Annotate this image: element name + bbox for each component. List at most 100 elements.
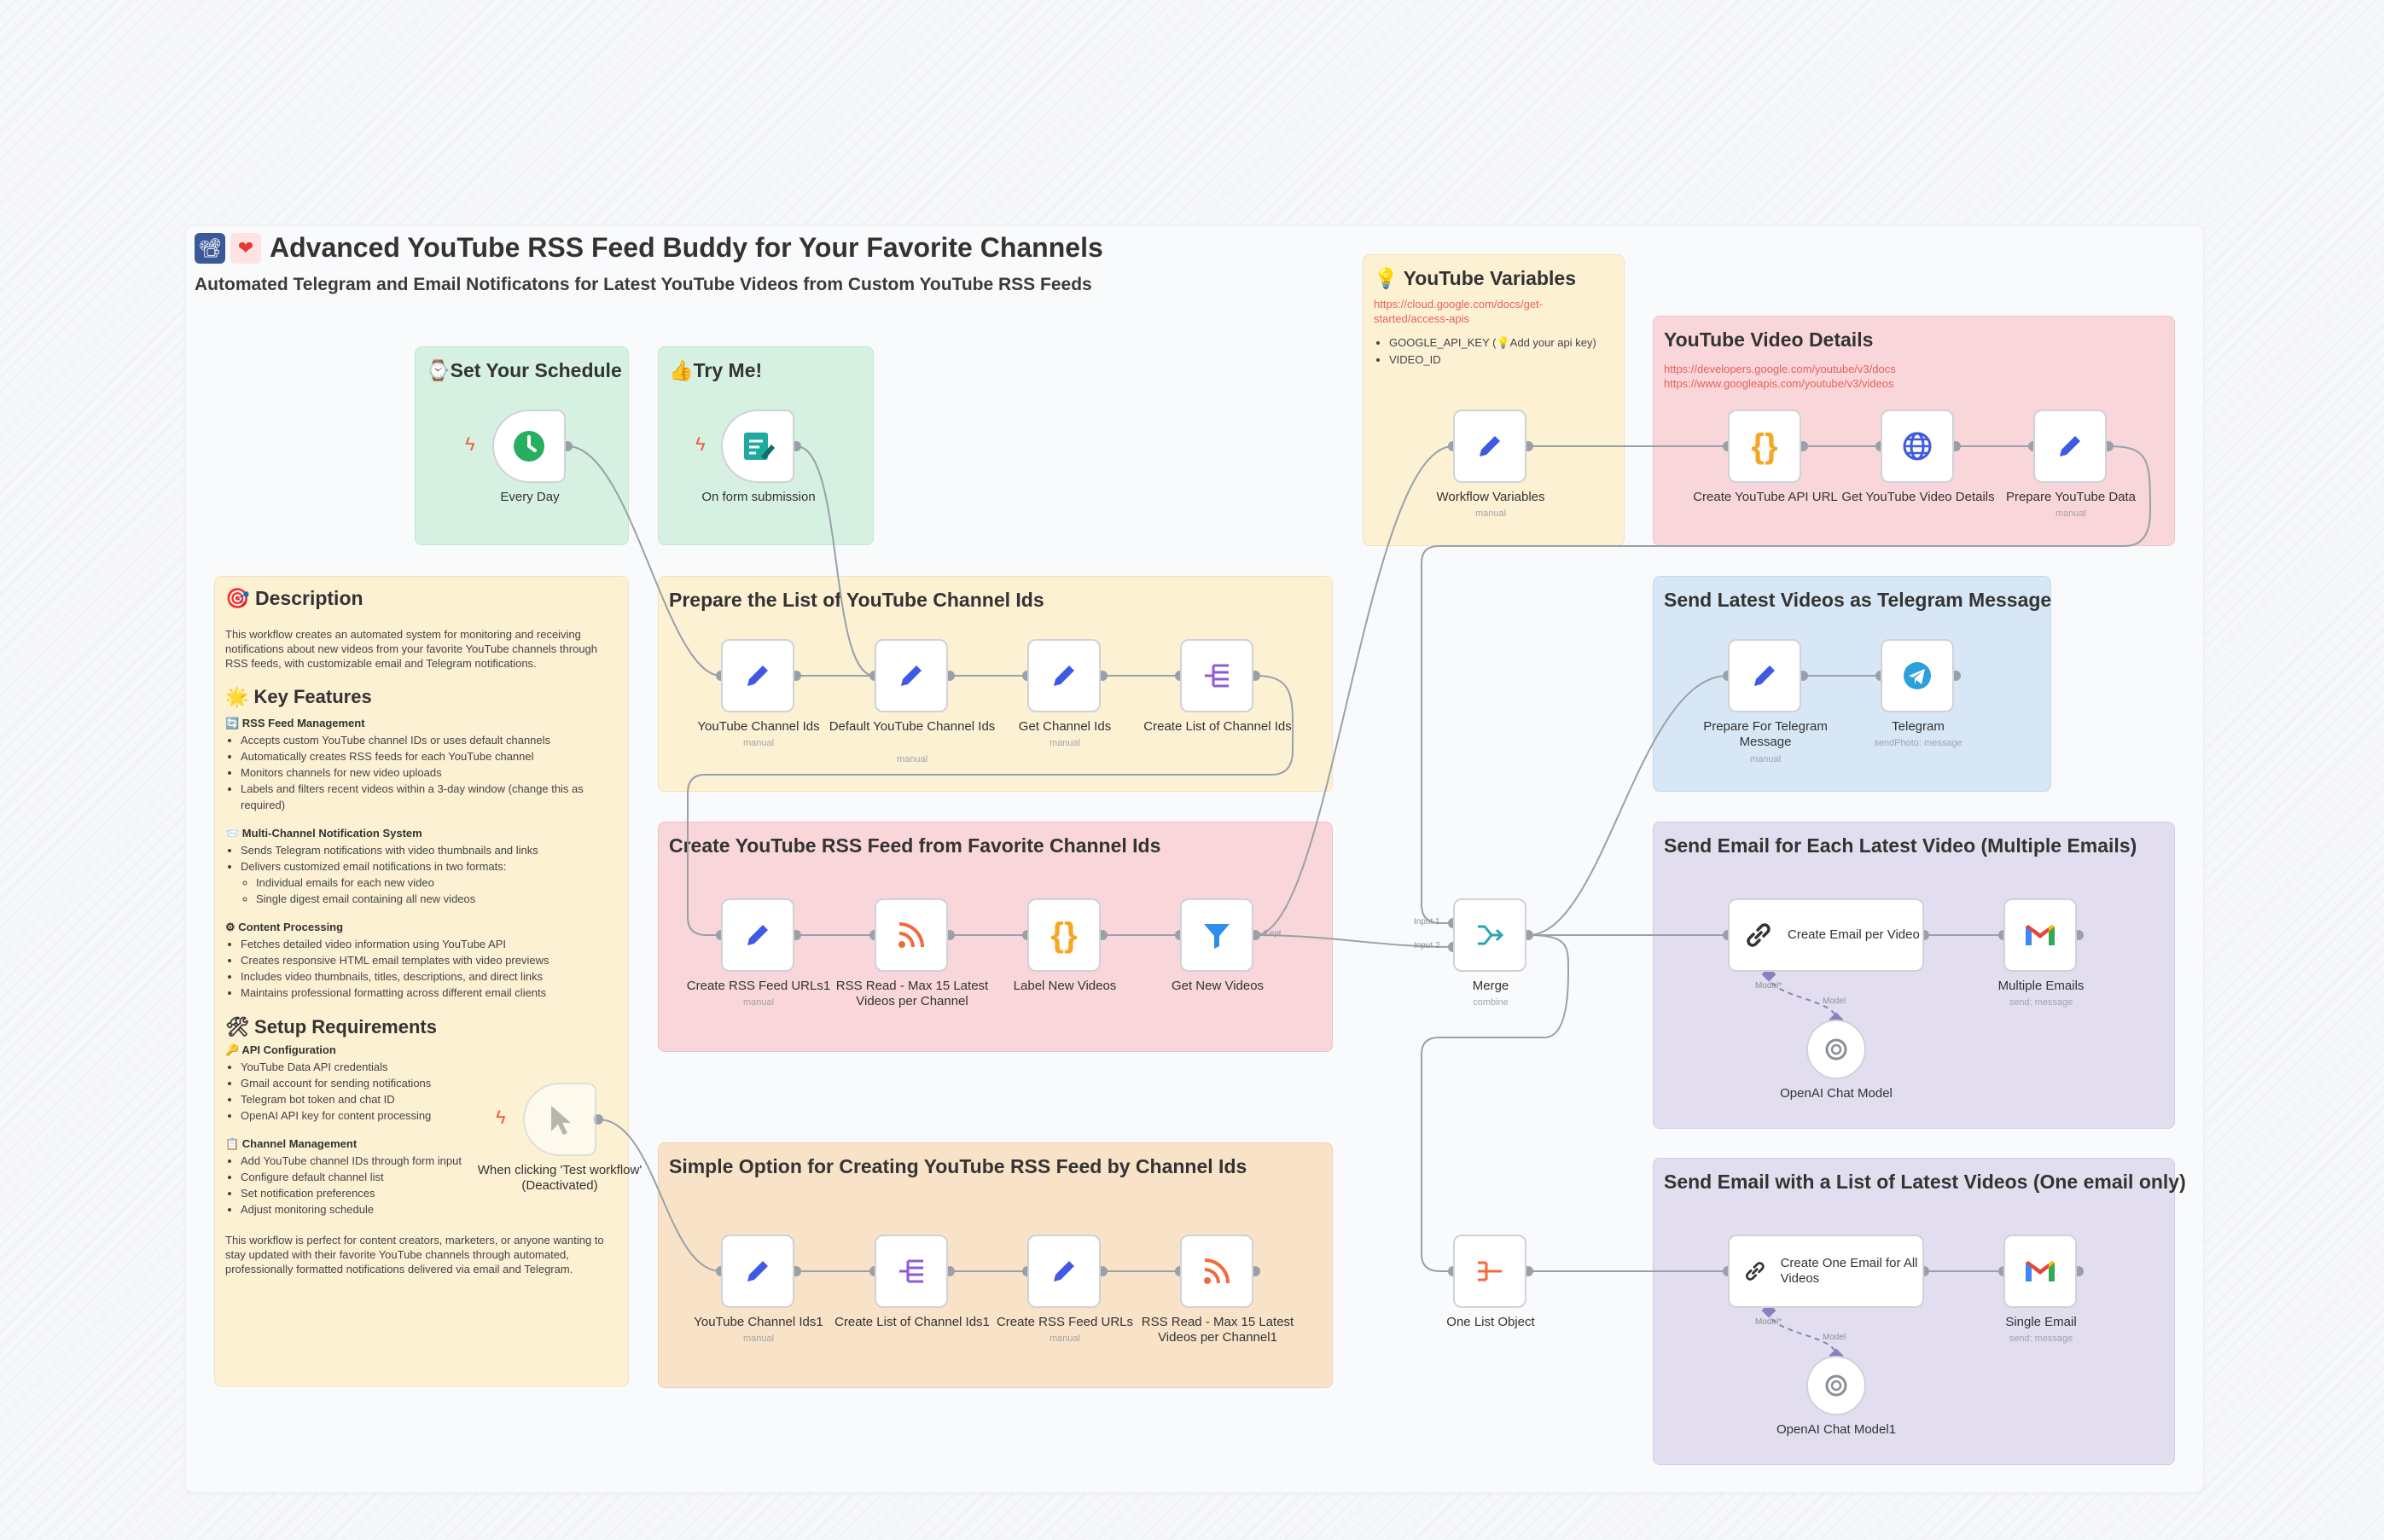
split-icon <box>1205 664 1229 688</box>
sticky-title: Send Email for Each Latest Video (Multip… <box>1664 834 2137 857</box>
node-label: Create Email per Video <box>1788 927 1920 942</box>
sticky-title: Prepare the List of YouTube Channel Ids <box>669 589 1044 611</box>
node-get-new-videos[interactable] <box>1180 898 1253 972</box>
node-youtube-channel-ids[interactable] <box>721 639 794 712</box>
node-label: OpenAI Chat Model1 <box>1776 1422 1897 1437</box>
node-every-day[interactable] <box>492 410 566 483</box>
node-label: OpenAI Chat Model <box>1780 1086 1893 1101</box>
form-icon <box>744 433 775 460</box>
heart-icon: ❤ <box>230 232 261 264</box>
sticky-title: Create YouTube RSS Feed from Favorite Ch… <box>669 834 1161 857</box>
node-create-api-url[interactable]: {} <box>1728 410 1801 483</box>
node-create-rss-urls[interactable] <box>1027 1235 1101 1308</box>
node-label: Get New Videos <box>1171 979 1265 993</box>
node-label: Create YouTube API URL <box>1693 490 1838 504</box>
list-item: Set notification preferences <box>241 1185 618 1201</box>
api-list: YouTube Data API credentials Gmail accou… <box>225 1059 497 1124</box>
pencil-icon <box>2060 436 2080 456</box>
list-item: Accepts custom YouTube channel IDs or us… <box>241 732 618 748</box>
sticky-email-each[interactable]: Send Email for Each Latest Video (Multip… <box>1653 822 2175 1129</box>
pencil-icon <box>1754 665 1775 686</box>
node-create-list[interactable] <box>1180 639 1253 712</box>
node-merge[interactable] <box>1453 898 1526 972</box>
node-subtitle: sendPhoto: message <box>1874 738 1962 748</box>
node-label: Workflow Variables <box>1436 490 1545 504</box>
list-item: Delivers customized email notifications … <box>241 858 618 907</box>
node-create-email-per-video[interactable]: Create Email per Video <box>1728 898 1924 972</box>
videos-link[interactable]: https://www.googleapis.com/youtube/v3/vi… <box>1664 377 1894 390</box>
node-manual-trigger[interactable] <box>523 1083 596 1156</box>
node-subtitle: manual <box>896 754 928 764</box>
docs-link[interactable]: https://developers.google.com/youtube/v3… <box>1664 363 1896 375</box>
input-label: Input 1 <box>1414 917 1440 927</box>
node-subtitle: manual <box>742 738 775 748</box>
sticky-email-one[interactable]: Send Email with a List of Latest Videos … <box>1653 1158 2186 1465</box>
code-braces-icon: {} <box>1050 916 1078 954</box>
channel-heading: 📋 Channel Management <box>225 1137 358 1150</box>
node-workflow-variables[interactable] <box>1453 410 1526 483</box>
rss-icon <box>898 922 924 948</box>
node-single-email[interactable] <box>2003 1235 2077 1308</box>
port-label: Model* <box>1755 1317 1782 1327</box>
node-label: Default YouTube Channel Ids <box>829 719 996 734</box>
node-label: Get YouTube Video Details <box>1841 490 1995 504</box>
sticky-description[interactable]: 🎯 Description This workflow creates an a… <box>214 576 629 1386</box>
link-chain-icon <box>1745 1262 1765 1281</box>
gmail-icon <box>2026 1261 2055 1281</box>
node-get-video-details[interactable] <box>1881 410 1954 483</box>
pencil-icon <box>1054 1261 1074 1281</box>
list-item: Fetches detailed video information using… <box>241 936 618 952</box>
list-item: YouTube Data API credentials <box>241 1059 497 1075</box>
node-multiple-emails[interactable] <box>2003 898 2077 972</box>
node-subtitle: manual <box>742 1334 775 1344</box>
node-get-channel-ids[interactable] <box>1027 639 1101 712</box>
node-create-list1[interactable] <box>875 1235 948 1308</box>
node-label: Create List of Channel Ids1 <box>834 1315 990 1329</box>
node-label: Prepare YouTube Data <box>2005 490 2137 504</box>
list-item: Configure default channel list <box>241 1169 618 1185</box>
pencil-icon <box>747 925 768 945</box>
node-form-submission[interactable] <box>721 410 794 483</box>
pencil-icon <box>1480 436 1500 456</box>
sticky-title: 💡 YouTube Variables <box>1374 267 1576 289</box>
merge-icon <box>1478 925 1504 945</box>
node-label: Create List of Channel Ids <box>1143 719 1292 734</box>
gmail-icon <box>2026 925 2055 945</box>
aggregate-icon <box>1478 1261 1502 1281</box>
node-prepare-telegram[interactable] <box>1728 639 1801 712</box>
node-subtitle: manual <box>2055 508 2087 519</box>
node-subtitle: manual <box>1474 508 1507 519</box>
node-one-list-object[interactable] <box>1453 1235 1526 1308</box>
node-rss-read[interactable] <box>875 898 948 972</box>
node-label-new-videos[interactable]: {} <box>1027 898 1101 972</box>
node-label: RSS Read - Max 15 Latest Videos per Chan… <box>1141 1315 1294 1345</box>
node-prepare-youtube-data[interactable] <box>2033 410 2107 483</box>
node-telegram[interactable] <box>1881 639 1954 712</box>
node-create-one-email[interactable]: Create One Email for All Videos <box>1728 1235 1924 1308</box>
node-default-channel-ids[interactable] <box>875 639 948 712</box>
list-item: Individual emails for each new video <box>256 875 618 891</box>
node-label: Multiple Emails <box>1997 979 2085 993</box>
list-item: Automatically creates RSS feeds for each… <box>241 748 618 764</box>
filter-icon <box>1204 924 1230 949</box>
notify-heading: 📨 Multi-Channel Notification System <box>225 827 422 840</box>
link-chain-icon <box>1747 923 1771 947</box>
node-create-rss-urls1[interactable] <box>721 898 794 972</box>
list-item: Creates responsive HTML email templates … <box>241 952 618 968</box>
node-rss-read1[interactable] <box>1180 1235 1253 1308</box>
api-docs-link[interactable]: https://cloud.google.com/docs/get-starte… <box>1374 298 1544 325</box>
node-label: Create One Email for All Videos <box>1780 1256 1918 1286</box>
api-heading: 🔑 API Configuration <box>225 1043 336 1056</box>
split-icon <box>899 1259 923 1283</box>
pencil-icon <box>901 665 922 686</box>
workflow-subtitle: Automated Telegram and Email Notificaton… <box>195 275 1092 294</box>
node-label: Single Email <box>2005 1315 2077 1329</box>
trigger-bolt-icon: ϟ <box>465 433 475 455</box>
node-label: Create RSS Feed URLs1 <box>686 979 831 993</box>
node-openai-chat-model[interactable] <box>1806 1020 1866 1079</box>
node-label: Label New Videos <box>1013 979 1117 993</box>
node-label: YouTube Channel Ids1 <box>694 1315 823 1329</box>
node-youtube-channel-ids1[interactable] <box>721 1235 794 1308</box>
node-label: Telegram <box>1892 719 1945 734</box>
node-openai-chat-model1[interactable] <box>1806 1356 1866 1415</box>
